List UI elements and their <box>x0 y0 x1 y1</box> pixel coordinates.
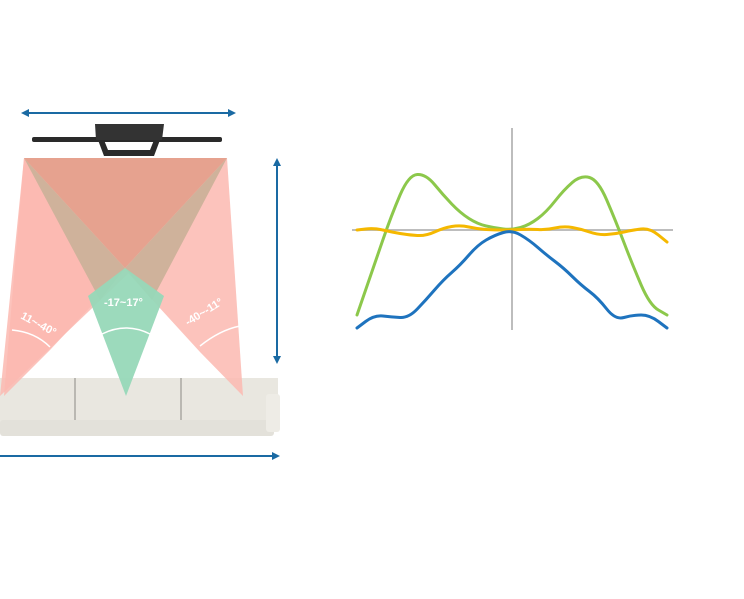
left-angle-arc-icon <box>11 329 51 348</box>
right-angle-arc-icon <box>199 325 241 347</box>
center-angle-arc-icon <box>101 327 151 335</box>
sofa-icon <box>0 378 280 436</box>
overlap-zone <box>24 158 227 268</box>
viewing-angle-diagram: 11~-40° -17~17° -40~-11° <box>0 109 281 460</box>
series-line-yellow <box>355 224 669 244</box>
tv-icon <box>32 124 222 156</box>
center-viewing-zone <box>88 268 164 396</box>
series-line-blue <box>355 230 669 330</box>
gamma-curve-chart <box>352 128 673 330</box>
center-angle-label: -17~17° <box>104 297 143 309</box>
